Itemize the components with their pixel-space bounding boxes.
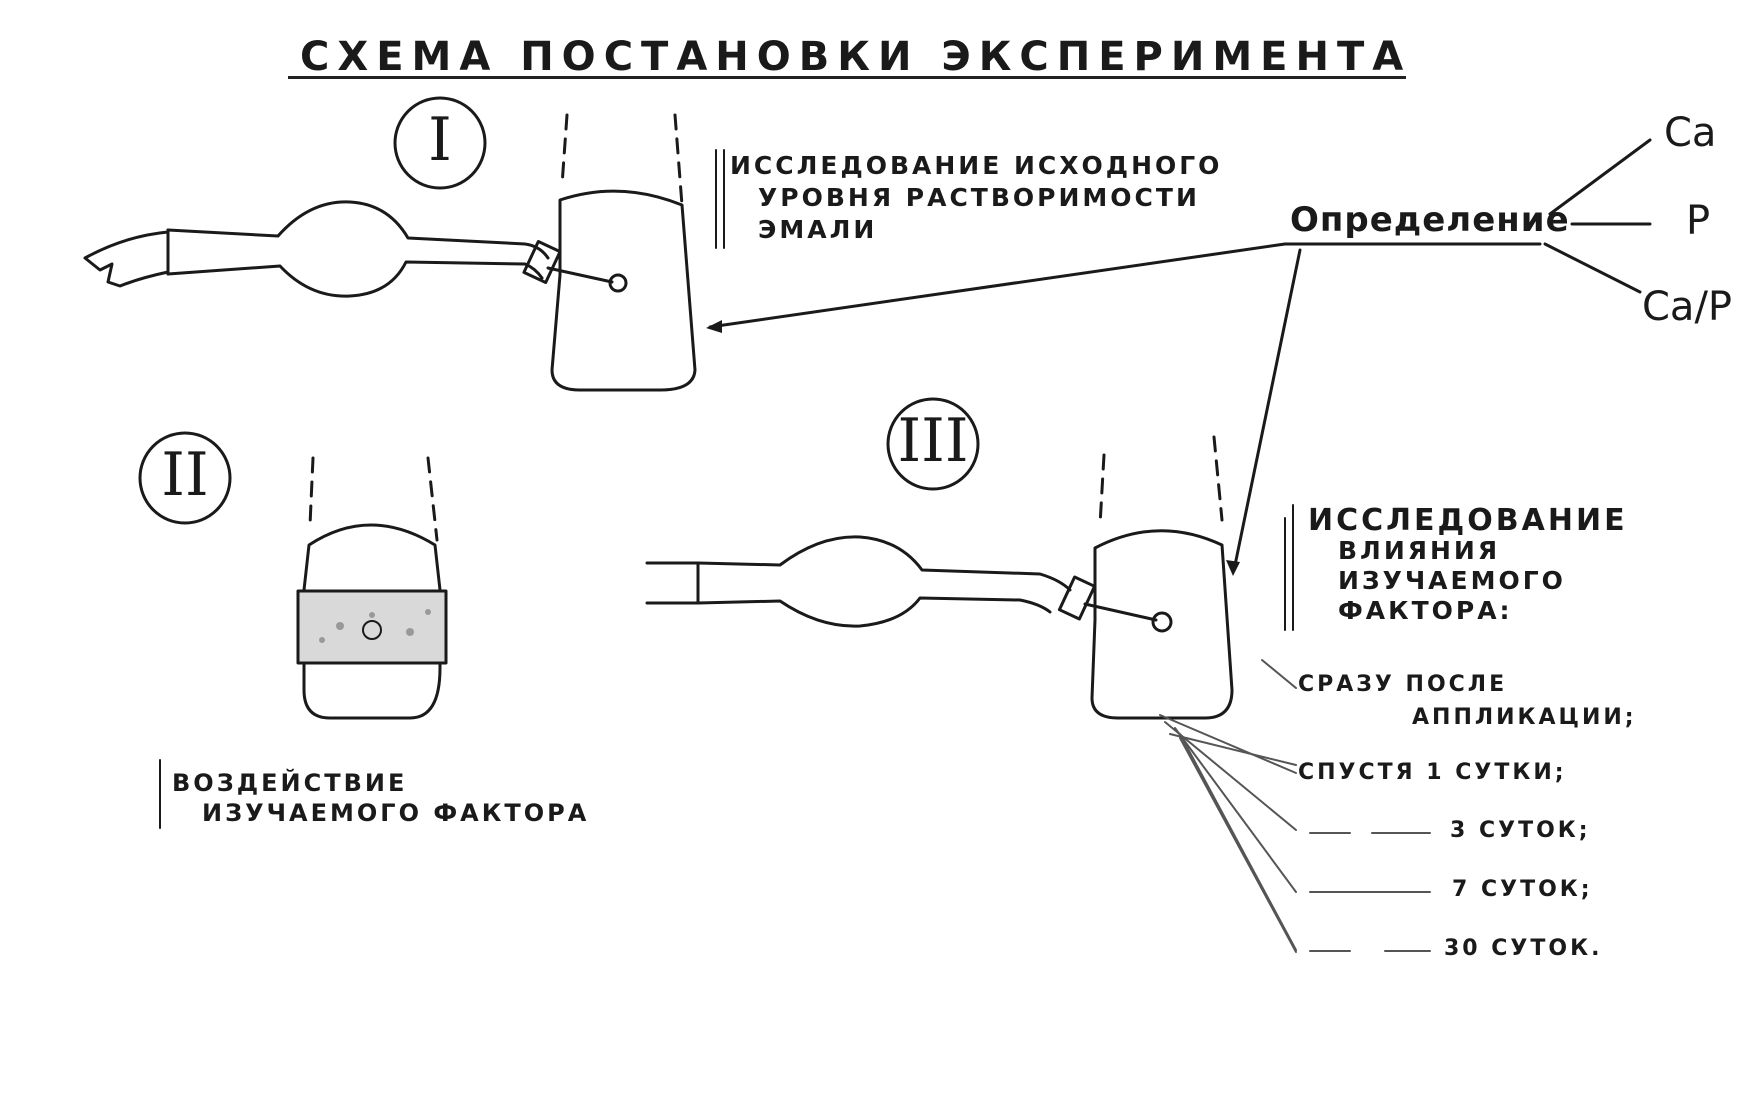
timepoint-1-day: СПУСТЯ 1 СУТКИ;	[1298, 760, 1567, 785]
stage-1-apparatus	[83, 113, 697, 392]
output-ca-p-ratio: Ca/P	[1642, 284, 1733, 330]
stage-1-label-line: ИССЛЕДОВАНИЕ ИСХОДНОГО	[730, 151, 1223, 180]
stage-1-label: ИССЛЕДОВАНИЕ ИСХОДНОГО УРОВНЯ РАСТВОРИМО…	[730, 150, 1222, 246]
stage-2-label-line: ВОЗДЕЙСТВИЕ	[172, 769, 408, 797]
stage-2-label-line: ИЗУЧАЕМОГО ФАКТОРА	[202, 799, 590, 827]
timepoint-lines	[1159, 659, 1431, 953]
stage-2-apparatus	[296, 456, 448, 720]
determination-arrows	[706, 138, 1652, 576]
determination-label: Определение	[1290, 200, 1570, 240]
stage-3-label-line: ИССЛЕДОВАНИЕ	[1308, 503, 1628, 538]
timepoint-immediately: СРАЗУ ПОСЛЕ	[1298, 672, 1508, 697]
stage-1-label-line: УРОВНЯ РАСТВОРИМОСТИ	[758, 183, 1200, 212]
stage-2-label: ВОЗДЕЙСТВИЕ ИЗУЧАЕМОГО ФАКТОРА	[172, 768, 589, 828]
diagram-title: СХЕМА ПОСТАНОВКИ ЭКСПЕРИМЕНТА	[300, 34, 1412, 80]
timepoint-after-application: АППЛИКАЦИИ;	[1412, 705, 1637, 730]
output-ca: Ca	[1664, 110, 1717, 156]
stage-3-number: III	[897, 406, 969, 476]
stage-1-label-line: ЭМАЛИ	[758, 215, 878, 244]
stage-2-number: II	[161, 440, 209, 510]
stage-3-apparatus	[645, 435, 1234, 720]
stage-3-label-line: ФАКТОРА:	[1338, 596, 1513, 625]
stage-3-circle	[886, 397, 980, 491]
timepoint-30-days: 30 СУТОК.	[1444, 936, 1603, 961]
stage-3-label-line: ИЗУЧАЕМОГО	[1338, 566, 1566, 595]
stage-1-number: I	[428, 105, 452, 175]
output-p: P	[1686, 198, 1711, 244]
title-underline	[288, 76, 1406, 79]
stage-2-circle	[138, 431, 232, 525]
timepoint-3-days: 3 СУТОК;	[1450, 818, 1591, 843]
timepoint-7-days: 7 СУТОК;	[1452, 877, 1593, 902]
stage-1-circle	[393, 96, 487, 190]
stage-3-label-line: ВЛИЯНИЯ	[1338, 536, 1501, 565]
stage-3-label: ИССЛЕДОВАНИЕ ВЛИЯНИЯ ИЗУЧАЕМОГО ФАКТОРА:	[1308, 506, 1628, 626]
